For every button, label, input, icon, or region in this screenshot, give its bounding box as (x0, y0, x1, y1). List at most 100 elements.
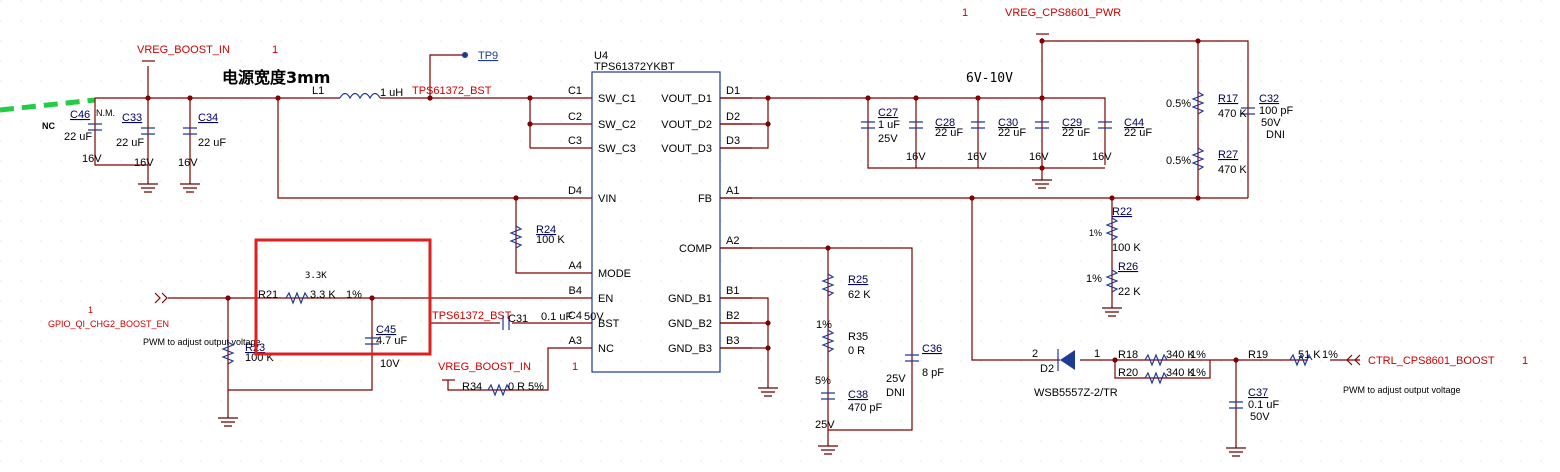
capacitor-c29[interactable]: C29 22 uF 16V (1029, 117, 1090, 163)
ic-pin-number: B1 (726, 285, 739, 297)
svg-text:R35: R35 (848, 331, 868, 343)
ic-pin-name: SW_C2 (598, 119, 636, 131)
d2-ref: D2 (1040, 363, 1054, 375)
svg-text:C33: C33 (122, 112, 142, 124)
resistor-r22[interactable]: R22 100 K 1% (1089, 206, 1141, 254)
resistors: R17 470 K 0.5% R27 470 K 0.5% R24 100 K … (221, 91, 1338, 397)
capacitor-c33[interactable]: C33 22 uF 16V (116, 112, 155, 169)
svg-text:50V: 50V (584, 311, 604, 323)
capacitor-c34[interactable]: C34 22 uF 16V (178, 112, 226, 169)
testpoint-tp9-label: TP9 (478, 50, 498, 62)
svg-text:C45: C45 (376, 324, 396, 336)
svg-text:C34: C34 (198, 112, 218, 124)
svg-text:DNI: DNI (886, 387, 905, 399)
svg-text:R17: R17 (1218, 93, 1238, 105)
svg-text:10V: 10V (380, 358, 400, 370)
svg-text:3.3 K: 3.3 K (310, 289, 336, 301)
svg-text:DNI: DNI (1266, 129, 1285, 141)
capacitor-c45[interactable]: C45 4.7 uF 10V (365, 324, 407, 370)
ic-pin-name: BST (598, 318, 620, 330)
net-vreg-boost-in-2: VREG_BOOST_IN (438, 361, 531, 373)
ic-pin-name: MODE (598, 268, 631, 280)
svg-text:0.5%: 0.5% (1166, 155, 1191, 167)
ground-icon (1102, 305, 1122, 317)
power-trace-highlight (0, 97, 96, 113)
svg-text:50V: 50V (1250, 411, 1270, 423)
svg-text:51 K: 51 K (1298, 349, 1321, 361)
svg-text:R26: R26 (1118, 261, 1138, 273)
svg-text:C30: C30 (998, 117, 1018, 129)
capacitor-c44[interactable]: C44 22 uF 16V (1092, 117, 1152, 163)
svg-text:16V: 16V (967, 151, 987, 163)
net-vreg-boost-in: VREG_BOOST_IN (137, 44, 230, 56)
net-ctrl-cps8601-boost: CTRL_CPS8601_BOOST (1368, 355, 1495, 367)
ic-body[interactable] (591, 71, 721, 373)
ic-pin-name: COMP (679, 243, 712, 255)
resistor-r18[interactable]: R18 340 K 1% (1118, 349, 1206, 367)
capacitor-c46[interactable]: C46 N.M. 22 uF 16V (64, 108, 115, 165)
svg-text:1%: 1% (816, 319, 832, 331)
svg-text:0.1 uF: 0.1 uF (541, 311, 572, 323)
net-labels: VREG_BOOST_IN 1 VREG_CPS8601_PWR 1 TP9 T… (42, 7, 1528, 395)
ic-pin-name: VOUT_D3 (661, 143, 712, 155)
ic-pin-number: A4 (569, 260, 582, 272)
ic-pin-number: D1 (726, 85, 740, 97)
resistor-r34[interactable]: R34 0 R 5% (462, 381, 544, 397)
svg-text:N.M.: N.M. (96, 108, 115, 118)
capacitor-c38[interactable]: C38 470 pF 5% 25V (815, 375, 883, 431)
resistor-r20[interactable]: R20 340 K 1% (1118, 367, 1206, 385)
capacitor-c36[interactable]: C36 8 pF 25V DNI (886, 343, 944, 399)
svg-text:100 pF: 100 pF (1259, 105, 1294, 117)
capacitor-c28[interactable]: C28 22 uF 16V (906, 117, 963, 163)
net-tps61372-bst: TPS61372_BST (412, 85, 492, 97)
resistor-r24[interactable]: R24 100 K (509, 224, 565, 249)
capacitor-c30[interactable]: C30 22 uF 16V (967, 117, 1026, 163)
resistor-r25[interactable]: R25 62 K (821, 273, 871, 301)
svg-text:0 R: 0 R (508, 381, 525, 393)
svg-text:25V: 25V (886, 373, 906, 385)
svg-text:C38: C38 (848, 389, 868, 401)
testpoint-tp9-icon (462, 52, 468, 58)
resistor-r19[interactable]: R19 51 K 1% (1248, 349, 1338, 367)
resistor-r17[interactable]: R17 470 K 0.5% (1166, 91, 1247, 120)
ic-pin-name: GND_B2 (668, 318, 712, 330)
svg-text:22 uF: 22 uF (1062, 127, 1090, 139)
svg-text:1%: 1% (1190, 349, 1206, 361)
svg-text:1%: 1% (1190, 367, 1206, 379)
resistor-r26[interactable]: R26 22 K 1% (1086, 261, 1141, 298)
note-nc: NC (42, 121, 55, 131)
ground-icon (218, 415, 238, 427)
svg-text:62 K: 62 K (848, 289, 871, 301)
capacitors: C46 N.M. 22 uF 16V C33 22 uF 16V C34 22 … (64, 93, 1294, 431)
ground-icon (1032, 178, 1052, 189)
svg-text:C37: C37 (1248, 387, 1268, 399)
svg-text:0 R: 0 R (848, 345, 865, 357)
ic-pin-number: D3 (726, 135, 740, 147)
svg-text:470 pF: 470 pF (848, 402, 883, 414)
capacitor-c37[interactable]: C37 0.1 uF 50V (1229, 387, 1279, 423)
ic-pin-number: C1 (568, 85, 582, 97)
diode-d2[interactable]: 2 1 D2 WSB5557Z-2/TR (1032, 348, 1118, 399)
capacitor-c32[interactable]: C32 100 pF 50V DNI (1241, 93, 1294, 141)
svg-text:R22: R22 (1112, 206, 1132, 218)
d2-pin-1: 1 (1094, 348, 1100, 360)
ic-u4[interactable]: U4 TPS61372YKBT C1SW_C1C2SW_C2C3SW_C3D4V… (560, 50, 752, 373)
capacitor-c31[interactable]: C31 0.1 uF 50V (502, 311, 604, 330)
note-pwm-left: PWM to adjust output voltage (143, 337, 261, 347)
capacitor-c27[interactable]: C27 1 uF 25V (861, 107, 900, 145)
resistor-r35[interactable]: R35 0 R 1% (816, 319, 868, 357)
ic-right-pins: D1VOUT_D1D2VOUT_D2D3VOUT_D3A1FBA2COMPB1G… (661, 85, 740, 355)
resistor-r27[interactable]: R27 470 K 0.5% (1166, 147, 1247, 176)
ic-pin-name: VOUT_D1 (661, 93, 712, 105)
svg-text:16V: 16V (134, 157, 154, 169)
svg-text:5%: 5% (815, 375, 831, 387)
ic-pin-number: C2 (568, 111, 582, 123)
ground-icon (818, 440, 838, 455)
ic-ref: U4 (594, 50, 608, 62)
svg-text:22 uF: 22 uF (998, 127, 1026, 139)
ic-pin-number: D2 (726, 111, 740, 123)
inductor-l1[interactable]: L1 1 uH (312, 85, 403, 100)
resistor-r21[interactable]: R21 3.3 K 1% (258, 289, 362, 305)
svg-text:1%: 1% (1089, 228, 1102, 238)
